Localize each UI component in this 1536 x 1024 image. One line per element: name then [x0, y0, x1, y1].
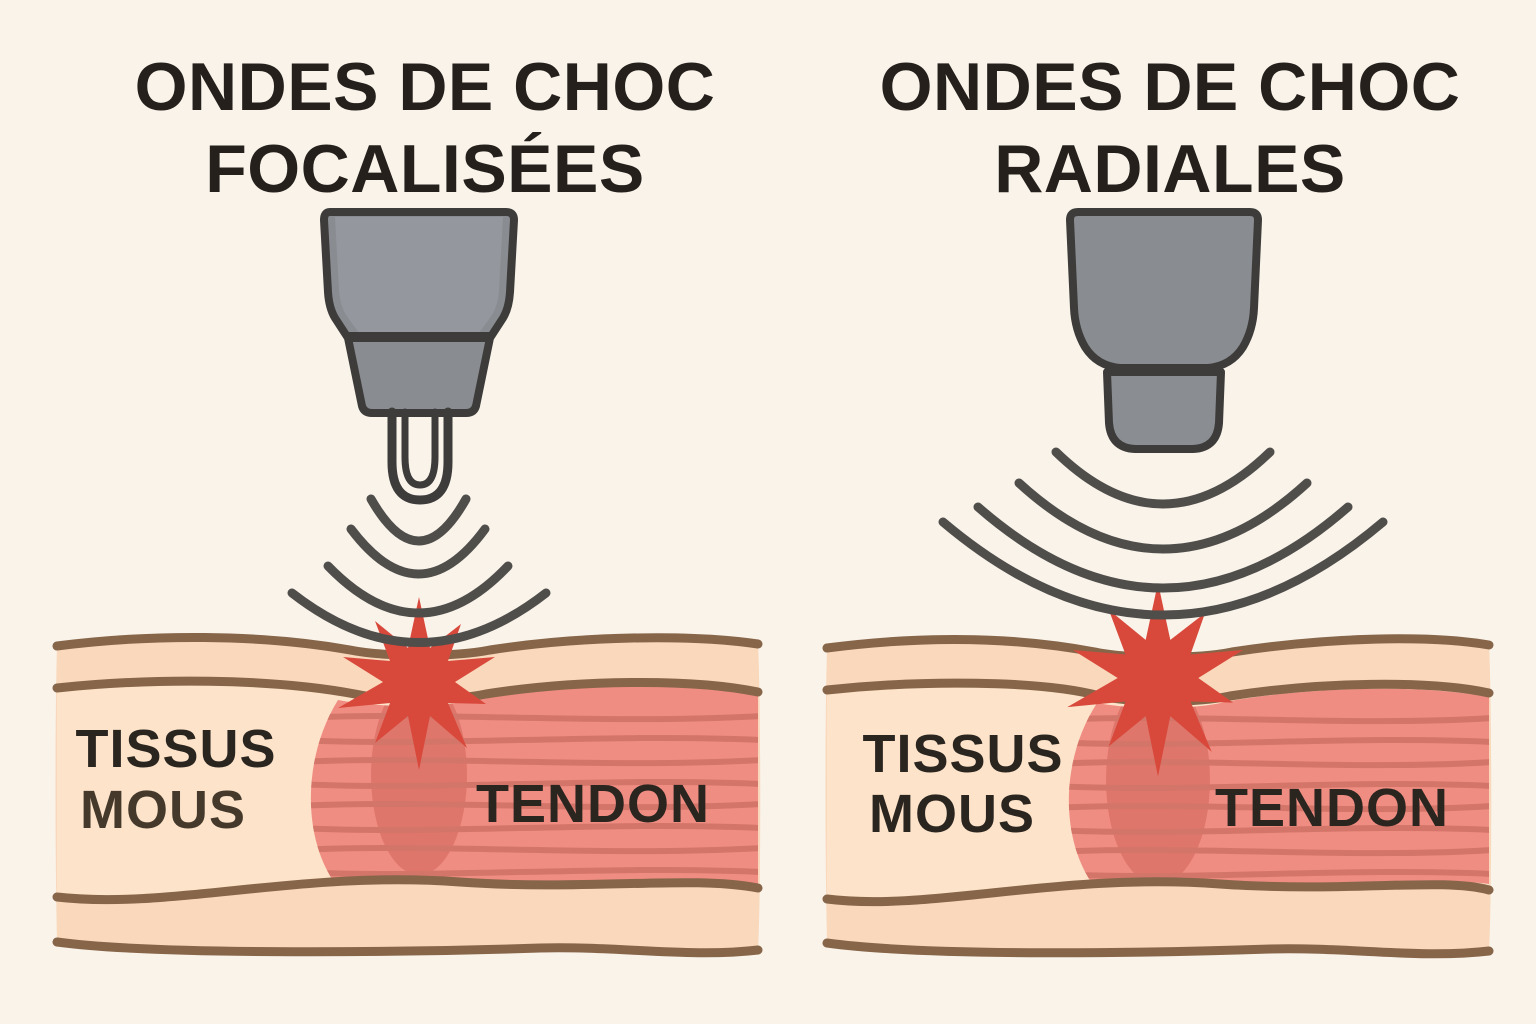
radial-tendon-label: TENDON [1215, 778, 1449, 838]
radial-applicator-icon [1066, 208, 1262, 453]
radial-skin-line-bottom [822, 938, 1494, 959]
radial-tendon-stripes [1068, 714, 1489, 880]
focused-tissue-block: TISSUS MOUS TENDON [52, 632, 763, 958]
focused-soft-tissue-label-line2: MOUS [80, 780, 246, 840]
radial-wave-arc-4 [938, 517, 1388, 620]
focused-tendon-label: TENDON [476, 774, 710, 834]
radial-soft-tissue-label-line2: MOUS [869, 784, 1035, 844]
focused-title-line2: FOCALISÉES [205, 131, 645, 207]
radial-soft-tissue-label-line1: TISSUS [862, 724, 1063, 784]
focused-skin-line-3 [52, 875, 763, 905]
radial-applicator-flat-tip [1103, 368, 1225, 453]
radial-panel-title: ONDES DE CHOC RADIALES [820, 46, 1520, 210]
focused-soft-tissue-label-line1: TISSUS [75, 719, 276, 779]
focused-applicator-body-highlight [333, 217, 503, 333]
focused-applicator-probe-tip-inner [401, 408, 439, 489]
radial-title-line1: ONDES DE CHOC [879, 49, 1461, 125]
focused-skin-line-bottom [52, 937, 763, 958]
focused-applicator-probe-tip [387, 407, 453, 505]
focused-tendon-stripes [310, 712, 758, 878]
focused-title-line1: ONDES DE CHOC [134, 49, 716, 125]
radial-wave-arc-2 [1014, 478, 1312, 554]
focused-wave-arc-4 [287, 588, 551, 647]
radial-title-line2: RADIALES [994, 131, 1346, 207]
focused-shockwave-arcs-icon [287, 494, 551, 647]
radial-shockwave-arcs-icon [938, 447, 1388, 620]
radial-wave-arc-3 [973, 502, 1353, 593]
radial-tissue-block: TISSUS MOUS TENDON [822, 634, 1494, 959]
radial-skin-line-3 [822, 877, 1494, 907]
radial-applicator-body [1066, 208, 1262, 372]
radial-wave-arc-1 [1051, 447, 1275, 509]
focused-wave-arc-2 [346, 524, 490, 579]
focused-applicator-icon [320, 208, 518, 505]
focused-wave-arc-3 [323, 561, 513, 618]
focused-wave-arc-1 [366, 494, 471, 546]
focused-panel-title: ONDES DE CHOC FOCALISÉES [75, 46, 775, 210]
